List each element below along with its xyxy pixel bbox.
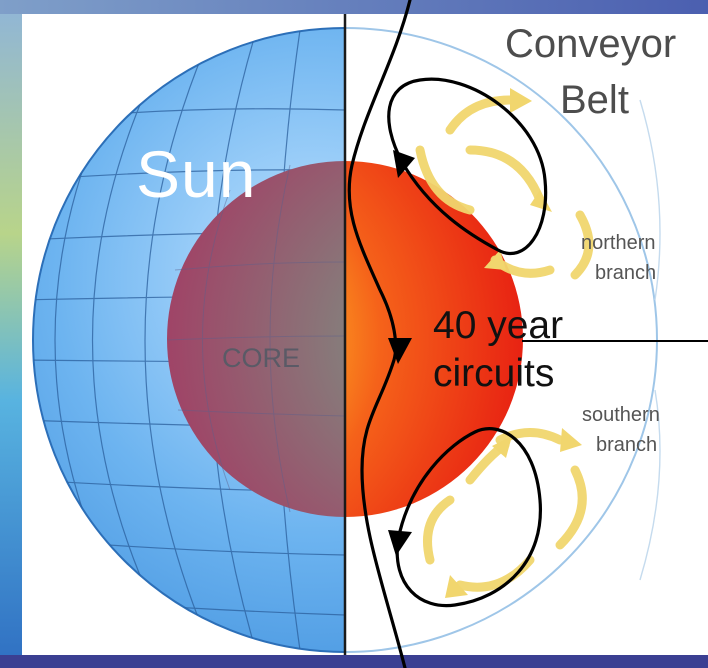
southern-loop <box>395 427 542 608</box>
conveyor-belt-label-line1: Conveyor <box>505 22 677 66</box>
core-label: CORE <box>222 343 301 373</box>
top-edge-strip <box>0 0 708 14</box>
main-circulation-line <box>347 0 412 668</box>
core-left-half <box>167 161 345 517</box>
bottom-edge-strip <box>0 655 708 668</box>
conveyor-belt-label-line2: Belt <box>560 78 629 122</box>
left-edge-strip <box>0 0 22 668</box>
southern-branch-label-line1: southern <box>582 404 660 426</box>
circulation-lines <box>347 0 548 668</box>
circuits-label-line1: 40 year <box>433 304 564 347</box>
northern-flow-arrowheads <box>484 88 552 270</box>
circuits-label-line2: circuits <box>433 352 555 395</box>
northern-loop <box>387 77 548 256</box>
circulation-arrowheads <box>388 150 415 556</box>
northern-branch-label-line2: branch <box>595 262 657 284</box>
sun-label: Sun <box>136 137 257 211</box>
southern-flow-arrowheads <box>445 428 582 598</box>
southern-branch-label-line2: branch <box>596 434 658 456</box>
northern-branch-label-line1: northern <box>581 232 656 254</box>
core-right-half <box>345 161 523 517</box>
